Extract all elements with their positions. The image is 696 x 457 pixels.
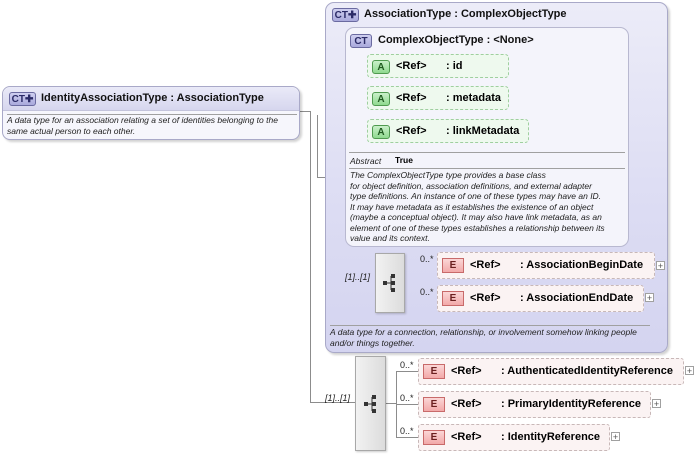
connector-line [300,111,310,112]
divider [349,168,625,169]
doc-line: (maybe a conceptual object). It may also… [350,212,602,222]
expand-icon[interactable]: + [656,261,665,271]
connector-line [310,402,355,403]
sequence-compositor-icon[interactable] [375,253,405,313]
expand-icon[interactable]: + [645,293,654,303]
element-authenticated-identity-reference[interactable]: E <Ref> : AuthenticatedIdentityReference [418,358,684,385]
element-ref: <Ref> [470,292,501,304]
attribute-name: : linkMetadata [446,125,520,137]
connector-line [317,115,318,177]
complex-type-badge-icon: CT✚ [332,8,359,22]
element-association-end-date[interactable]: E <Ref> : AssociationEndDate [437,285,644,312]
element-name: : IdentityReference [501,431,601,443]
element-badge-icon: E [423,364,445,379]
attribute-metadata[interactable]: A <Ref> : metadata [367,86,509,110]
divider [349,152,625,153]
attribute-id[interactable]: A <Ref> : id [367,54,509,78]
identity-documentation: A data type for an association relating … [7,115,278,136]
sequence-icon [383,274,395,292]
element-association-begin-date[interactable]: E <Ref> : AssociationBeginDate [437,252,655,279]
abstract-label: Abstract [350,156,382,166]
sequence-multiplicity: [1]..[1] [345,272,371,282]
connector-line [396,404,418,405]
attribute-badge-icon: A [372,92,390,106]
sequence-multiplicity: [1]..[1] [325,393,351,403]
connector-line [310,111,311,402]
attribute-ref: <Ref> [396,60,427,72]
complex-object-title: ComplexObjectType : <None> [378,34,534,46]
identity-title: IdentityAssociationType : AssociationTyp… [41,92,264,104]
identity-association-type-box[interactable]: CT✚ IdentityAssociationType : Associatio… [2,86,300,140]
connector-line [396,437,418,438]
element-cardinality: 0..* [400,360,414,370]
attribute-badge-icon: A [372,60,390,74]
element-ref: <Ref> [451,431,482,443]
abstract-value: True [395,155,413,165]
element-badge-icon: E [423,397,445,412]
divider [330,325,650,326]
complex-type-badge-icon: CT✚ [9,92,36,106]
attribute-ref: <Ref> [396,92,427,104]
element-cardinality: 0..* [400,393,414,403]
connector-line [396,371,418,372]
element-ref: <Ref> [451,398,482,410]
expand-icon[interactable]: + [685,366,694,376]
sequence-compositor-icon[interactable] [355,356,386,451]
element-cardinality: 0..* [400,426,414,436]
attribute-link-metadata[interactable]: A <Ref> : linkMetadata [367,119,529,143]
element-name: : AssociationEndDate [520,292,634,304]
doc-line: for object definition, association defin… [350,180,592,191]
identity-header [3,87,299,111]
attribute-name: : metadata [446,92,502,104]
element-identity-reference[interactable]: E <Ref> : IdentityReference [418,424,610,451]
element-cardinality: 0..* [420,254,434,264]
connector-line [386,403,396,404]
expand-icon[interactable]: + [652,399,661,409]
doc-line: type definitions. An instance of one of … [350,191,602,201]
complex-object-documentation: The ComplexObjectType type provides a ba… [350,170,628,244]
element-badge-icon: E [423,430,445,445]
element-badge-icon: E [442,291,464,306]
element-name: : AssociationBeginDate [520,259,644,271]
divider [7,114,297,115]
complex-type-badge-icon: CT [350,34,372,48]
attribute-name: : id [446,60,463,72]
doc-line: It may have metadata as it establishes t… [350,201,594,212]
sequence-icon [364,395,376,413]
element-cardinality: 0..* [420,287,434,297]
element-name: : AuthenticatedIdentityReference [501,365,673,377]
doc-line: element of one of these types establishe… [350,222,605,233]
attribute-ref: <Ref> [396,125,427,137]
element-ref: <Ref> [470,259,501,271]
attribute-badge-icon: A [372,125,390,139]
element-primary-identity-reference[interactable]: E <Ref> : PrimaryIdentityReference [418,391,651,418]
element-ref: <Ref> [451,365,482,377]
association-title: AssociationType : ComplexObjectType [364,8,567,20]
doc-line: The ComplexObjectType type provides a ba… [350,170,546,180]
association-documentation: A data type for a connection, relationsh… [330,327,637,348]
element-name: : PrimaryIdentityReference [501,398,641,410]
connector-line [317,177,325,178]
doc-line: value and its context. [350,233,430,243]
expand-icon[interactable]: + [611,432,620,442]
element-badge-icon: E [442,258,464,273]
